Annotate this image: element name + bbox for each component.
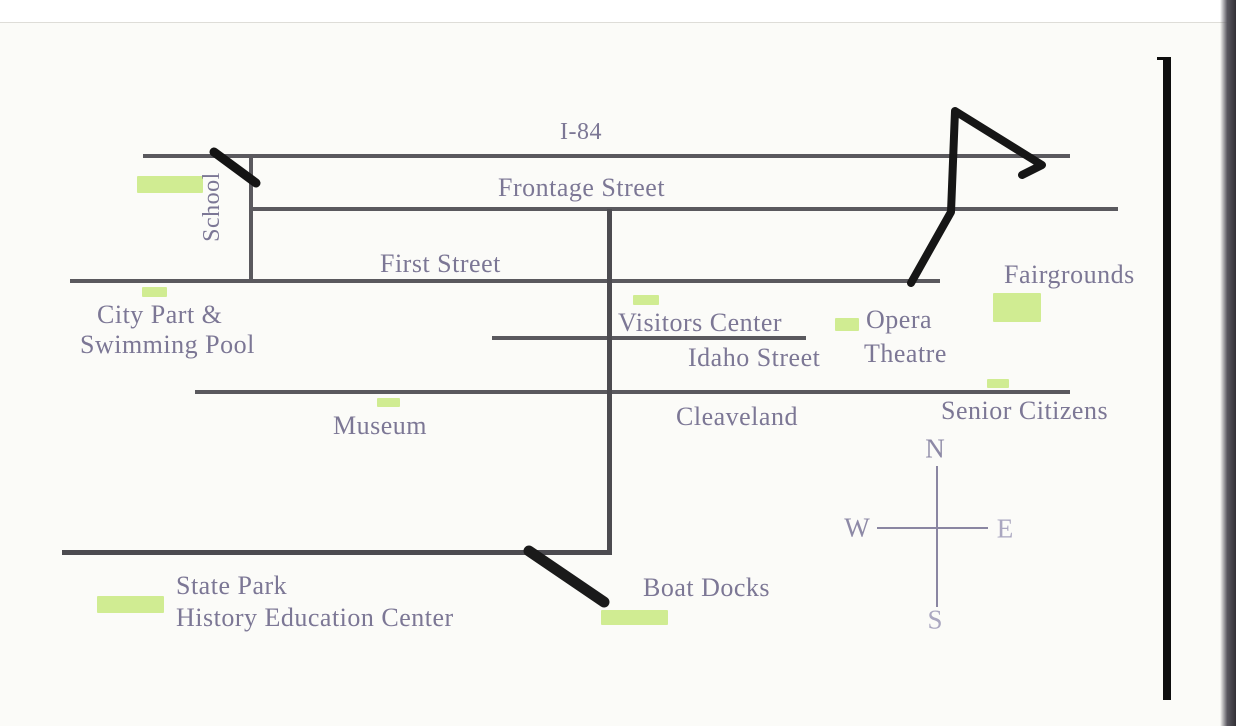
highlight-opera-theatre <box>835 318 859 331</box>
street-label-idaho: Idaho Street <box>688 343 821 372</box>
scan-black-bar <box>1163 57 1171 700</box>
street-line-idaho <box>492 336 806 340</box>
marker-stroke-boat-docks <box>523 545 610 608</box>
highlight-boat-docks <box>601 610 668 625</box>
compass-north-label: N <box>925 433 945 464</box>
highlight-museum <box>377 398 400 407</box>
street-line-first <box>70 279 940 283</box>
place-label-boat-docks: Boat Docks <box>643 573 771 602</box>
highlight-senior-citizens <box>987 379 1009 388</box>
street-line-state-park <box>62 550 612 555</box>
place-label-visitors-center: Visitors Center <box>618 308 783 337</box>
street-line-frontage <box>252 207 1118 211</box>
street-label-cleaveland: Cleaveland <box>676 402 798 431</box>
street-line-i84 <box>143 154 1070 158</box>
place-label-city-park-line2: Swimming Pool <box>80 330 255 359</box>
highlight-fairgrounds <box>993 293 1041 322</box>
highlight-city-park <box>142 287 167 297</box>
street-label-first: First Street <box>380 249 501 278</box>
place-label-state-park-line1: State Park <box>176 571 288 600</box>
place-label-theatre: Theatre <box>864 339 947 368</box>
place-label-museum: Museum <box>333 411 427 440</box>
street-line-main-vertical <box>607 209 612 555</box>
marker-stroke-highway-flag <box>907 107 1046 287</box>
compass-east-label: E <box>996 513 1014 544</box>
compass-horizontal-line <box>877 527 988 529</box>
place-label-city-park-line1: City Part & <box>97 300 223 329</box>
highlight-state-park <box>97 596 164 613</box>
highlight-school <box>137 176 203 193</box>
scan-black-bar-tick <box>1157 57 1167 60</box>
compass-west-label: W <box>844 512 870 543</box>
street-line-school-vertical <box>249 158 253 281</box>
compass-south-label: S <box>927 604 943 635</box>
street-label-frontage: Frontage Street <box>498 173 666 202</box>
place-label-fairgrounds: Fairgrounds <box>1004 260 1135 289</box>
place-label-senior-citizens: Senior Citizens <box>941 396 1109 425</box>
place-label-school: School <box>199 172 225 242</box>
scan-page-edge <box>1220 0 1236 726</box>
highlight-visitors-center <box>633 295 659 305</box>
place-label-opera: Opera <box>866 305 933 334</box>
compass-vertical-line <box>936 466 938 607</box>
scan-top-edge <box>0 0 1236 23</box>
place-label-state-park-line2: History Education Center <box>176 603 454 632</box>
street-line-cleaveland <box>195 390 1070 394</box>
street-label-i84: I-84 <box>560 119 602 145</box>
